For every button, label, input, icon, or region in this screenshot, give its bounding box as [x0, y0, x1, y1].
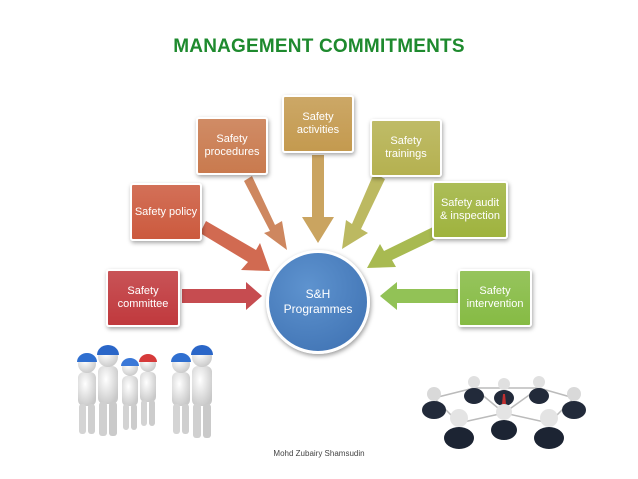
- team-of-workers-with-hard-hats-icon: [77, 345, 213, 438]
- arrow-procedures: [244, 176, 287, 250]
- arrow-activities: [302, 155, 334, 243]
- arrow-trainings: [342, 173, 385, 249]
- business-network-people-icon: [422, 376, 586, 449]
- box-safety-trainings: Safety trainings: [370, 119, 442, 177]
- box-label: Safety audit & inspection: [440, 197, 500, 222]
- hub-sh-programmes: S&H Programmes: [266, 250, 370, 354]
- box-label: Safety procedures: [204, 133, 260, 158]
- box-label: Safety trainings: [385, 135, 427, 160]
- arrow-committee: [182, 282, 262, 310]
- hub-line1: S&H: [305, 287, 331, 301]
- hub-line2: Programmes: [283, 302, 353, 316]
- arrow-audit: [367, 227, 438, 268]
- page-title: MANAGEMENT COMMITMENTS: [173, 36, 465, 57]
- box-safety-intervention: Safety intervention: [458, 269, 532, 327]
- box-label: Safety policy: [134, 205, 198, 218]
- box-label: Safety activities: [296, 111, 340, 136]
- box-safety-committee: Safety committee: [106, 269, 180, 327]
- box-label: Safety committee: [117, 285, 169, 310]
- box-safety-activities: Safety activities: [282, 95, 354, 153]
- box-safety-procedures: Safety procedures: [196, 117, 268, 175]
- arrow-policy: [200, 221, 270, 271]
- box-safety-policy: Safety policy: [130, 183, 202, 241]
- arrow-intervention: [380, 282, 459, 310]
- author-credit: Mohd Zubairy Shamsudin: [273, 449, 365, 458]
- box-safety-audit-inspection: Safety audit & inspection: [432, 181, 508, 239]
- box-label: Safety intervention: [466, 285, 524, 310]
